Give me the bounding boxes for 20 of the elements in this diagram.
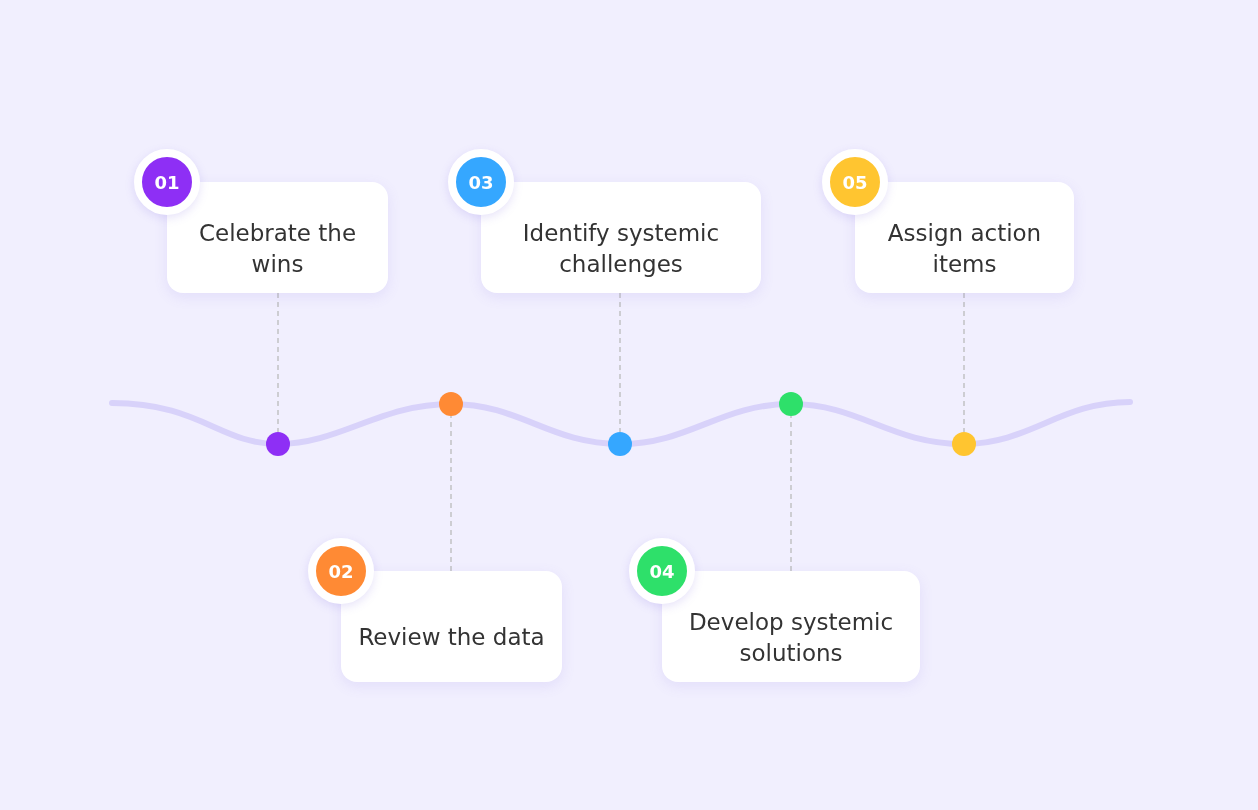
connector-line <box>277 292 279 433</box>
connector-line <box>790 415 792 572</box>
timeline-dot <box>439 392 463 416</box>
timeline-dot <box>779 392 803 416</box>
step-number-badge: 04 <box>629 538 695 604</box>
step-number-badge: 03 <box>448 149 514 215</box>
timeline-dot <box>952 432 976 456</box>
step-number-badge: 02 <box>308 538 374 604</box>
step-text: Review the data <box>357 623 546 652</box>
step-text: Develop systemic solutions <box>687 607 895 668</box>
step-number-badge: 01 <box>134 149 200 215</box>
connector-line <box>619 292 621 433</box>
step-text: Assign action items <box>886 218 1043 279</box>
step-text: Identify systemic challenges <box>521 218 721 279</box>
connector-line <box>450 415 452 572</box>
connector-line <box>963 292 965 433</box>
step-text: Celebrate the wins <box>197 218 358 279</box>
step-number-badge: 05 <box>822 149 888 215</box>
timeline-dot <box>608 432 632 456</box>
timeline-dot <box>266 432 290 456</box>
